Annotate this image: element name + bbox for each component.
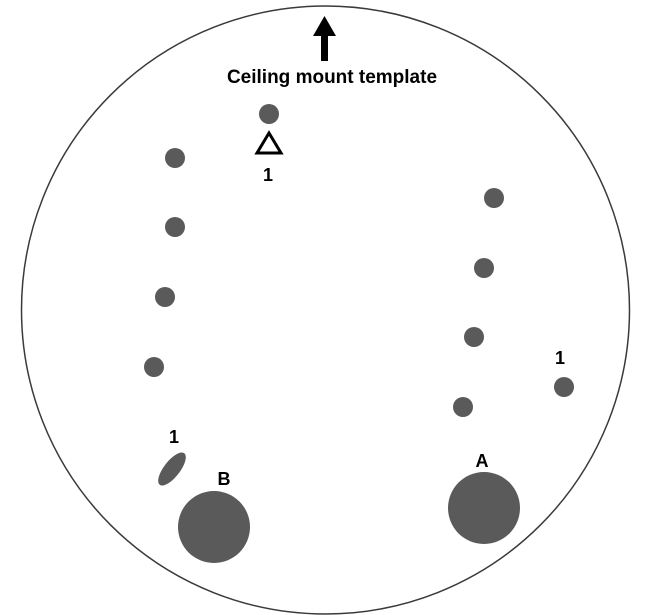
mount-hole [554, 377, 574, 397]
mount-hole [155, 287, 175, 307]
mount-hole [259, 104, 279, 124]
template-outline [20, 5, 631, 615]
mount-hole [144, 357, 164, 377]
hole-label-b: B [218, 469, 231, 489]
mount-hole [464, 327, 484, 347]
triangle-outline-icon [254, 130, 284, 155]
mount-hole-a [448, 472, 520, 544]
mount-hole [484, 188, 504, 208]
mount-hole [165, 217, 185, 237]
arrow-up-icon [313, 16, 336, 61]
marker-label-right: 1 [555, 348, 565, 368]
mount-hole [453, 397, 473, 417]
marker-label-top: 1 [263, 165, 273, 185]
template-title: Ceiling mount template [227, 67, 437, 88]
mount-hole-b [178, 491, 250, 563]
hole-label-a: A [476, 451, 489, 471]
mount-hole [474, 258, 494, 278]
mount-hole [165, 148, 185, 168]
marker-label-left: 1 [169, 427, 179, 447]
mount-slot [158, 452, 186, 486]
